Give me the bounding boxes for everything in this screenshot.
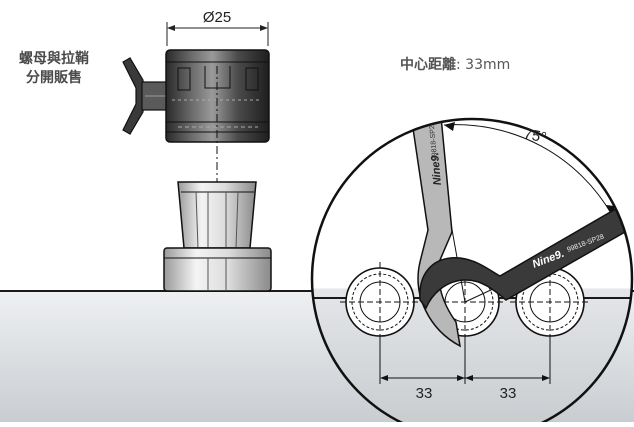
note-line-2: 分開販售 xyxy=(26,70,82,86)
svg-text:Nine9.: Nine9. xyxy=(429,152,444,186)
diameter-label: Ø25 xyxy=(203,9,231,26)
detail-view: Nine9. 99818-SP28 Nine9. 99818-SP28 33 3… xyxy=(310,117,634,427)
center-spacing-title: 中心距離 xyxy=(400,57,456,73)
note-line-1: 螺母與拉鞘 xyxy=(19,51,89,67)
pull-stud xyxy=(122,57,169,135)
angle-label: 75° xyxy=(522,125,548,146)
center-spacing-label: 中心距離: 33mm xyxy=(400,54,510,74)
angle-arc xyxy=(443,124,613,216)
spacing-label-1: 33 xyxy=(416,385,433,402)
sold-separately-note: 螺母與拉鞘 分開販售 xyxy=(6,50,102,88)
svg-text:99818-SP28: 99818-SP28 xyxy=(429,121,439,160)
center-spacing-value: : 33mm xyxy=(456,57,511,73)
spacing-label-2: 33 xyxy=(500,385,517,402)
wrench-angled: Nine9. 99818-SP28 xyxy=(419,194,632,310)
collet-top-view-1 xyxy=(340,262,420,342)
collet xyxy=(163,181,272,292)
collet-nut xyxy=(165,49,270,143)
